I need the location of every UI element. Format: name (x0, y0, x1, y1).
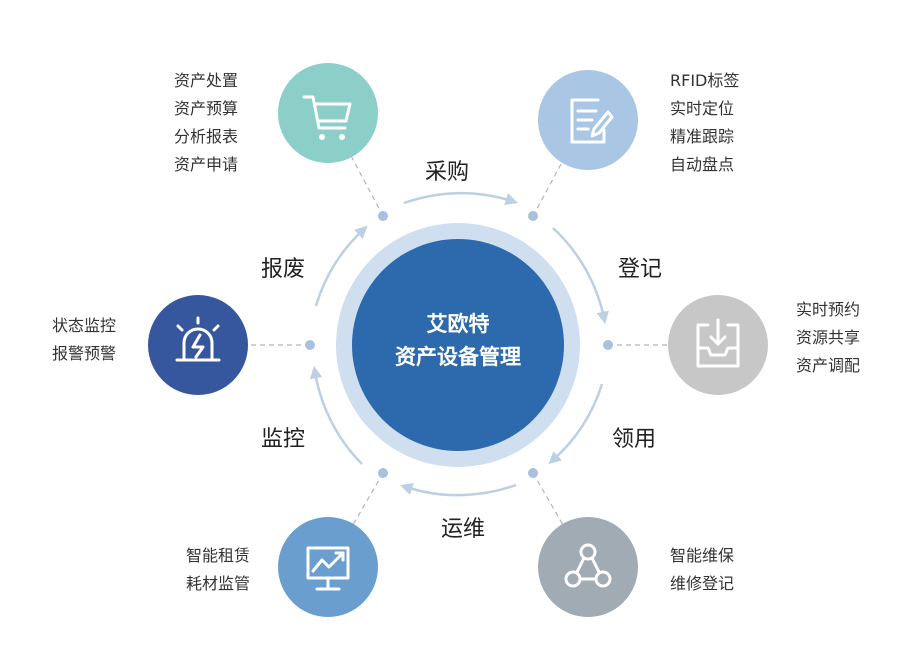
shopping-cart-icon (302, 95, 352, 140)
hub-title-line1: 艾欧特 (427, 312, 490, 336)
node-register: RFID标签 实时定位 精准跟踪 自动盘点 (538, 70, 739, 174)
connectors (248, 151, 670, 531)
hub-title-line2: 资产设备管理 (395, 345, 521, 369)
stage-label-purchase: 采购 (425, 160, 469, 185)
feature-use-2: 资源共享 (796, 328, 860, 347)
node-purchase: 资产处置 资产预算 分析报表 资产申请 (174, 63, 378, 174)
arrow-purchase-to-register (403, 191, 518, 206)
arrow-use-to-maintain (548, 383, 604, 465)
edit-document-icon (570, 98, 614, 144)
feature-use-3: 资产调配 (796, 356, 860, 375)
feature-register-4: 自动盘点 (670, 155, 734, 174)
feature-monitor-2: 耗材监管 (186, 574, 250, 593)
stage-labels: 采购 登记 领用 运维 监控 报废 (261, 160, 662, 542)
stage-label-register: 登记 (618, 257, 662, 282)
arrow-register-to-use (552, 227, 609, 325)
cycle-arrows (309, 191, 609, 497)
stage-label-scrap: 报废 (261, 257, 305, 282)
chart-monitor-icon (306, 546, 350, 591)
node-monitor: 智能租赁 耗材监管 (186, 517, 378, 617)
hub-circle (352, 239, 564, 451)
arrow-maintain-to-monitor (400, 482, 517, 497)
ring-dots (305, 211, 613, 478)
stage-label-use: 领用 (612, 427, 656, 452)
feature-maintain-2: 维修登记 (670, 574, 734, 593)
arrow-scrap-to-purchase (314, 225, 368, 307)
stage-label-maintain: 运维 (441, 517, 485, 542)
feature-scrap-1: 状态监控 (52, 316, 116, 335)
node-use: 实时预约 资源共享 资产调配 (668, 295, 860, 395)
feature-register-2: 实时定位 (670, 99, 734, 118)
feature-scrap-2: 报警预警 (52, 344, 116, 363)
node-maintain: 智能维保 维修登记 (538, 517, 734, 617)
alarm-siren-icon (175, 316, 221, 362)
feature-purchase-2: 资产预算 (174, 99, 238, 118)
feature-register-3: 精准跟踪 (670, 127, 734, 146)
stage-label-monitor: 监控 (261, 427, 305, 452)
feature-purchase-3: 分析报表 (174, 127, 238, 146)
central-hub: 艾欧特 资产设备管理 (336, 223, 580, 467)
feature-monitor-1: 智能租赁 (186, 546, 250, 565)
feature-purchase-4: 资产申请 (174, 155, 238, 174)
arrow-monitor-to-scrap (309, 365, 363, 465)
feature-register-1: RFID标签 (670, 71, 739, 90)
inbox-download-icon (696, 318, 740, 368)
feature-purchase-1: 资产处置 (174, 71, 238, 90)
node-scrap: 状态监控 报警预警 (52, 295, 248, 395)
share-nodes-icon (564, 543, 612, 588)
feature-maintain-1: 智能维保 (670, 546, 734, 565)
feature-use-1: 实时预约 (796, 300, 860, 319)
